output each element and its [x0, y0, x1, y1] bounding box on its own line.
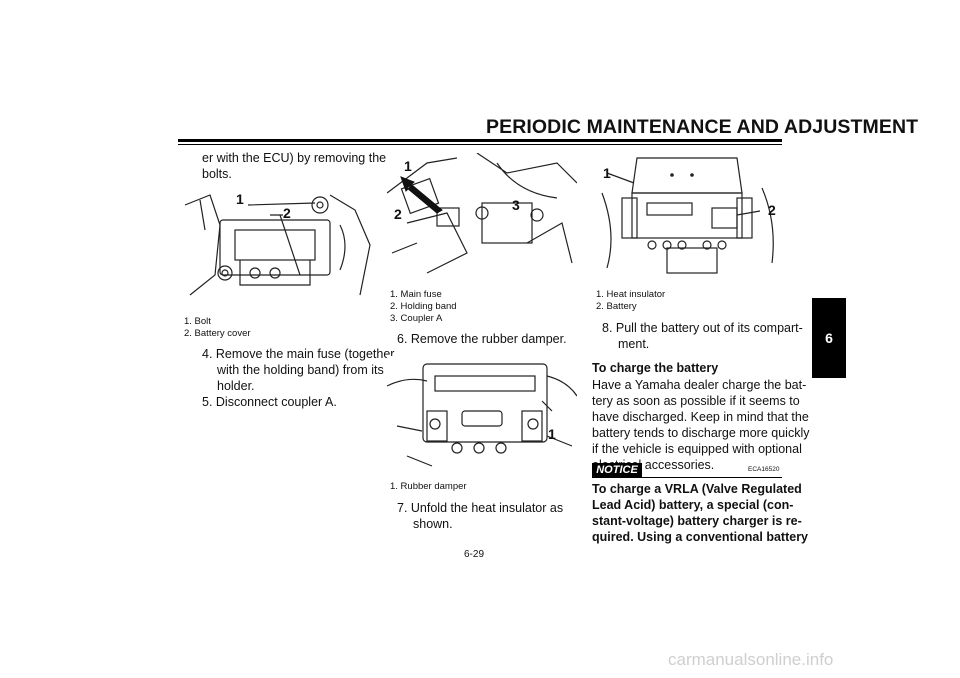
caption-item: 2. Battery [596, 301, 637, 312]
notice-text-line: To charge a VRLA (Valve Regulated [592, 482, 802, 496]
figure-callout-1: 1 [236, 191, 244, 207]
subheading-charge-battery: To charge the battery [592, 361, 719, 375]
page-number: 6-29 [464, 549, 485, 560]
figure-callout-1: 1 [548, 426, 556, 442]
notice-text-line: Lead Acid) battery, a special (con- [592, 498, 794, 512]
notice-rule [642, 477, 782, 478]
figure-callout-3: 3 [512, 197, 520, 213]
header-rule-thin [178, 144, 782, 145]
step6: 6. Remove the rubber damper. [397, 332, 567, 346]
caption-item: 2. Battery cover [184, 328, 251, 339]
rubber-damper-illustration [387, 363, 577, 467]
figure-callout-2: 2 [768, 202, 776, 218]
figure-callout-1: 1 [603, 165, 611, 181]
paragraph-line: if the vehicle is equipped with optional [592, 442, 802, 456]
step7-line2: shown. [413, 517, 453, 531]
figure-main-fuse [387, 153, 577, 278]
step8-line1: 8. Pull the battery out of its compart- [602, 321, 803, 335]
figure-callout-2: 2 [394, 206, 402, 222]
step4-line1: 4. Remove the main fuse (together [202, 347, 395, 361]
caption-item: 1. Heat insulator [596, 289, 666, 300]
watermark[interactable]: carmanualsonline.info [668, 650, 834, 669]
step4-line2: with the holding band) from its [217, 363, 384, 377]
paragraph-line: tery as soon as possible if it seems to [592, 394, 800, 408]
notice-text-line: stant-voltage) battery charger is re- [592, 514, 802, 528]
step4-line3: holder. [217, 379, 255, 393]
caption-item: 2. Holding band [390, 301, 457, 312]
intro-text-line2: bolts. [202, 167, 232, 181]
caption-item: 1. Rubber damper [390, 481, 467, 492]
page-title: PERIODIC MAINTENANCE AND ADJUSTMENT [486, 116, 919, 138]
step5: 5. Disconnect coupler A. [202, 395, 337, 409]
notice-label: NOTICE [592, 463, 642, 478]
step8-line2: ment. [618, 337, 650, 351]
figure-callout-2: 2 [283, 205, 291, 221]
paragraph-line: Have a Yamaha dealer charge the bat- [592, 378, 807, 392]
header-rule [178, 139, 782, 142]
chapter-tab: 6 [812, 298, 846, 378]
figure-heat-insulator [592, 153, 782, 278]
caption-item: 3. Coupler A [390, 313, 443, 324]
figure-callout-1: 1 [404, 158, 412, 174]
figure-battery-cover [180, 185, 376, 305]
intro-text-line1: er with the ECU) by removing the [202, 151, 387, 165]
figure-rubber-damper [387, 356, 577, 474]
paragraph-line: battery tends to discharge more quickly [592, 426, 810, 440]
battery-cover-illustration [184, 194, 371, 296]
notice-text-line: quired. Using a conventional battery [592, 530, 809, 544]
heat-insulator-illustration [601, 157, 774, 274]
caption-item: 1. Main fuse [390, 289, 442, 300]
caption-item: 1. Bolt [184, 316, 211, 327]
main-fuse-illustration [387, 153, 577, 274]
step7-line1: 7. Unfold the heat insulator as [397, 501, 564, 515]
notice-code: ECA16520 [748, 466, 780, 473]
paragraph-line: have discharged. Keep in mind that the [592, 410, 809, 424]
